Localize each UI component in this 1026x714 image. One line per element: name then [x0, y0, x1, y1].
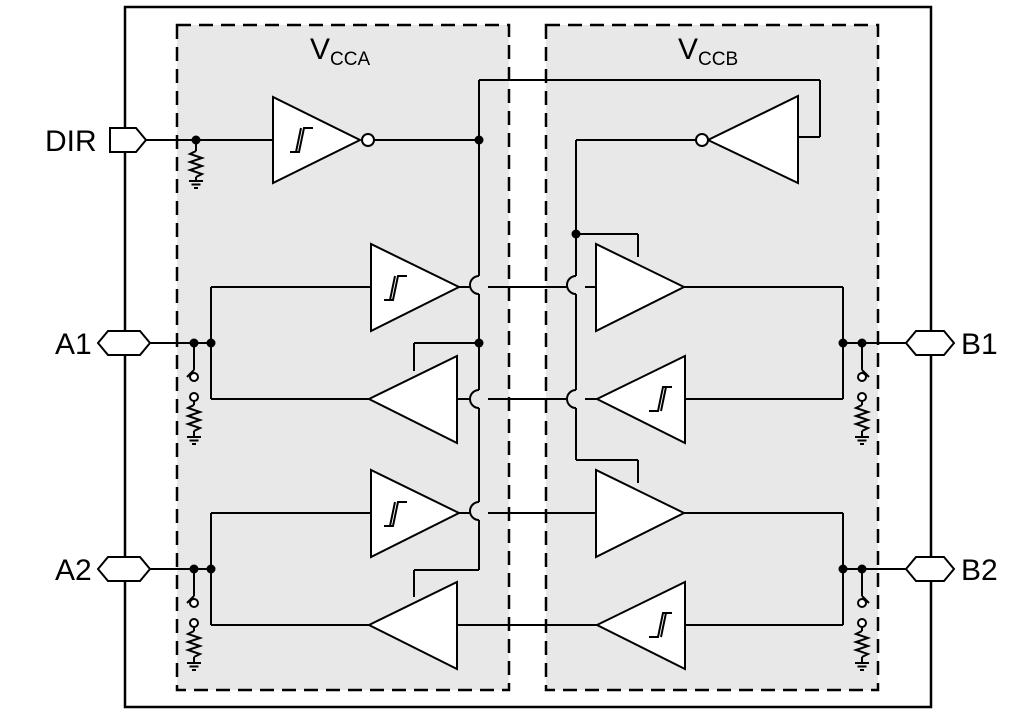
a1-bushold-resistor: [184, 404, 204, 432]
a2-pin-symbol: [96, 556, 152, 582]
b2-output-buffer: [595, 468, 687, 559]
schmitt-icon: [290, 127, 313, 153]
b1-output-buffer: [595, 242, 687, 333]
vcca-domain-box: [175, 23, 511, 692]
b1-pin-label: B1: [961, 328, 998, 361]
schmitt-icon: [649, 612, 672, 638]
dir-b-inverter: [705, 94, 799, 185]
a2-output-buffer: [366, 580, 458, 671]
schmitt-icon: [384, 275, 407, 301]
a2-pin-label: A2: [55, 554, 92, 587]
a1-input-schmitt-buffer: [370, 242, 462, 333]
vccb-domain-box: [544, 23, 880, 692]
vccb-label: VCCB: [678, 33, 738, 70]
a2-bushold-resistor: [184, 630, 204, 658]
b1-pin-symbol: [904, 330, 956, 356]
schmitt-icon: [384, 501, 407, 527]
dir-pin-label: DIR: [45, 125, 97, 158]
b2-pin-symbol: [904, 556, 956, 582]
b1-bushold-resistor: [852, 404, 872, 432]
dir-schmitt-buffer: [272, 95, 363, 185]
dir-path: [109, 79, 821, 597]
vcca-label: VCCA: [310, 33, 370, 70]
channel-2: [96, 468, 956, 671]
b2-bushold-resistor: [852, 630, 872, 658]
inverter-bubble-b: [695, 133, 709, 147]
inverter-bubble: [361, 133, 375, 147]
a1-output-buffer: [366, 354, 458, 445]
b1-input-schmitt-buffer: [594, 354, 686, 445]
dir-pulldown-resistor: [186, 150, 206, 178]
b2-pin-label: B2: [961, 554, 998, 587]
schmitt-icon: [649, 386, 672, 412]
dir-pin-symbol: [109, 127, 148, 153]
a2-input-schmitt-buffer: [370, 468, 462, 559]
a1-pin-label: A1: [55, 328, 92, 361]
channel-1: [96, 242, 956, 445]
b2-input-schmitt-buffer: [594, 580, 686, 671]
a1-pin-symbol: [96, 330, 152, 356]
